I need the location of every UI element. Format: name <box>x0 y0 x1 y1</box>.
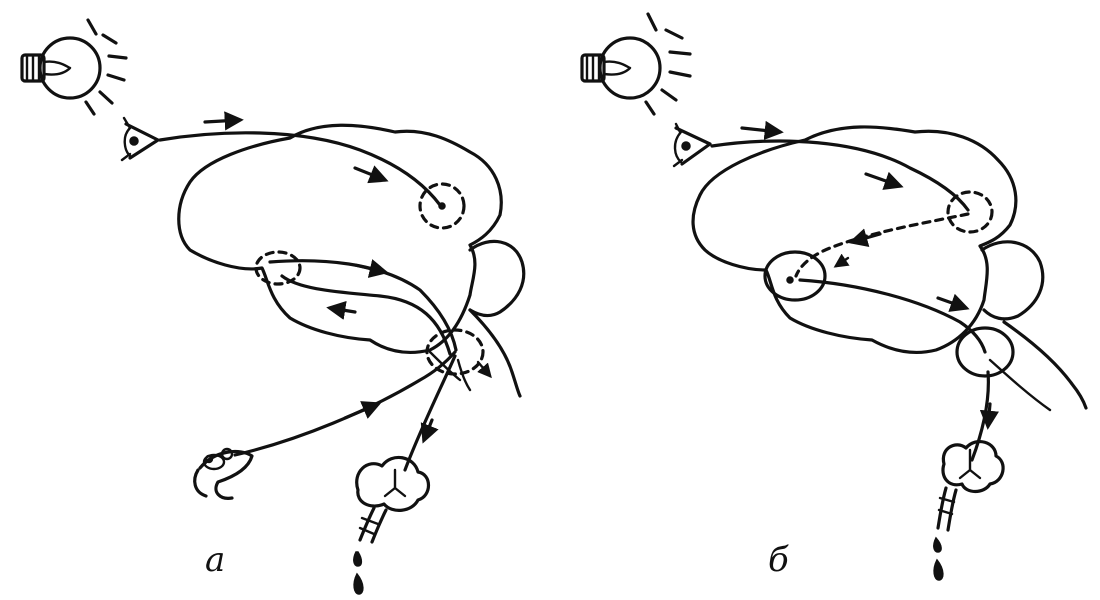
saliva-drops-icon <box>934 538 943 580</box>
cerebellum <box>470 241 524 315</box>
panel-label-b: б <box>768 540 789 580</box>
panel-a <box>22 20 524 594</box>
visual-pathway <box>712 141 968 210</box>
brain-outline <box>179 125 502 352</box>
eye-icon <box>122 118 158 160</box>
salivary-efferent-pathway <box>972 372 988 460</box>
light-rays <box>86 20 126 114</box>
panel-label-a: a <box>205 540 225 580</box>
eye-icon <box>674 124 710 166</box>
light-rays <box>646 14 690 114</box>
cortex-to-centre-pathway <box>800 280 985 352</box>
salivary-gland-icon <box>357 457 429 542</box>
panel-b <box>582 14 1086 580</box>
brainstem <box>1004 322 1086 408</box>
visual-cortex-focus <box>948 192 992 232</box>
light-bulb-icon <box>582 38 660 98</box>
light-bulb-icon <box>22 38 100 98</box>
salivary-gland-icon <box>938 442 1003 530</box>
saliva-drops-icon <box>354 552 363 594</box>
cerebellum <box>982 242 1043 319</box>
taste-afferent-pathway <box>235 352 455 455</box>
mouth-tongue-icon <box>195 449 252 498</box>
brainstem <box>470 310 520 396</box>
taste-loop-lower <box>282 276 450 354</box>
